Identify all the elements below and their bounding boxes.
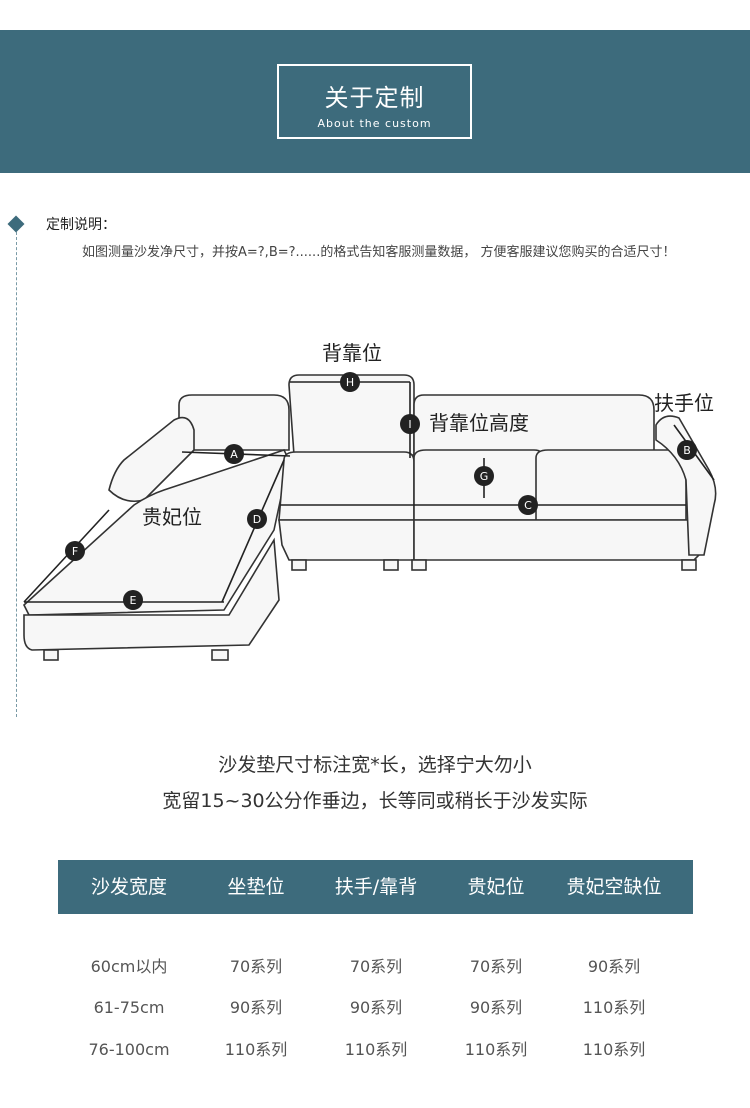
chaise-back: [178, 394, 290, 451]
foot-2: [211, 649, 229, 661]
table-row: 76-100cm 110系列 110系列 110系列 110系列: [58, 1035, 693, 1065]
svg-text:E: E: [130, 594, 137, 607]
table-cell: 70系列: [229, 957, 283, 976]
foot-4: [383, 559, 399, 571]
table-cell: 76-100cm: [88, 1040, 170, 1059]
right-armrest: [655, 415, 717, 556]
right-back: [413, 394, 655, 456]
foot-3: [291, 559, 307, 571]
svg-text:D: D: [253, 513, 261, 526]
section-title: 定制说明：: [46, 217, 116, 233]
svg-text:F: F: [72, 545, 78, 558]
header-armrest-back: 扶手/靠背: [334, 876, 418, 898]
table-cell: 90系列: [229, 998, 283, 1017]
marker-h: H: [340, 372, 360, 392]
chaise-base: [23, 537, 280, 651]
table-cell: 90系列: [469, 998, 523, 1017]
table-header: 沙发宽度 坐垫位 扶手/靠背 贵妃位 贵妃空缺位: [58, 860, 693, 914]
svg-text:G: G: [480, 470, 489, 483]
table-row: 60cm以内 70系列 70系列 70系列 90系列: [58, 952, 693, 982]
foot-5: [411, 559, 427, 571]
table-cell: 110系列: [582, 998, 646, 1017]
header-sofa-width: 沙发宽度: [90, 876, 167, 898]
svg-text:B: B: [683, 444, 691, 457]
marker-g: G: [474, 466, 494, 486]
page-subtitle: About the custom: [317, 117, 432, 130]
note-line-2: 宽留15~30公分作垂边，长等同或稍长于沙发实际: [162, 790, 588, 812]
measure-d: [221, 459, 285, 603]
header-chaise-gap: 贵妃空缺位: [566, 876, 662, 898]
foot-1: [43, 649, 59, 661]
marker-f: F: [65, 541, 85, 561]
title-box: 关于定制 About the custom: [277, 64, 472, 139]
marker-e: E: [123, 590, 143, 610]
diamond-bullet-icon: [7, 215, 25, 233]
middle-base: [278, 519, 415, 561]
right-seat-2: [535, 449, 687, 521]
page-title: 关于定制: [324, 84, 425, 112]
intro-description: 如图测量沙发净尺寸，并按A=?,B=?......的格式告知客服测量数据， 方便…: [82, 245, 676, 260]
chaise-seat: [23, 449, 290, 616]
table-cell: 110系列: [464, 1040, 528, 1059]
table-cell: 70系列: [469, 957, 523, 976]
header-band: 关于定制 About the custom: [0, 30, 750, 173]
label-backrest: 背靠位: [322, 341, 382, 365]
table-cell: 61-75cm: [93, 998, 165, 1017]
table-cell: 60cm以内: [90, 957, 168, 976]
label-chaise: 贵妃位: [142, 505, 202, 529]
sofa-diagram: A B C D E F G H I 背靠位 背靠位高度 扶手位 贵妃位: [14, 330, 734, 690]
table-cell: 90系列: [349, 998, 403, 1017]
svg-text:I: I: [408, 418, 411, 431]
label-armrest: 扶手位: [654, 391, 714, 415]
table-row: 61-75cm 90系列 90系列 90系列 110系列: [58, 993, 693, 1023]
side-dashed-line: [16, 232, 17, 717]
marker-a: A: [224, 444, 244, 464]
label-backrest-height: 背靠位高度: [429, 411, 529, 435]
svg-text:C: C: [524, 499, 532, 512]
svg-text:A: A: [230, 448, 238, 461]
table-cell: 70系列: [349, 957, 403, 976]
middle-seat: [278, 451, 415, 521]
marker-b: B: [677, 440, 697, 460]
sofa-drawing: A B C D E F G H I 背靠位 背靠位高度 扶手位 贵妃位: [23, 341, 717, 661]
header-seat: 坐垫位: [227, 876, 285, 898]
right-base: [413, 519, 705, 561]
middle-back: [288, 374, 415, 456]
note-line-1: 沙发垫尺寸标注宽*长，选择宁大勿小: [218, 754, 532, 776]
marker-d: D: [247, 509, 267, 529]
table-cell: 110系列: [344, 1040, 408, 1059]
table-cell: 110系列: [582, 1040, 646, 1059]
foot-6: [681, 559, 697, 571]
svg-text:H: H: [346, 376, 354, 389]
chaise-arm: [108, 416, 195, 503]
marker-i: I: [400, 414, 420, 434]
marker-c: C: [518, 495, 538, 515]
header-chaise: 贵妃位: [467, 876, 525, 898]
table-cell: 110系列: [224, 1040, 288, 1059]
table-cell: 90系列: [587, 957, 641, 976]
